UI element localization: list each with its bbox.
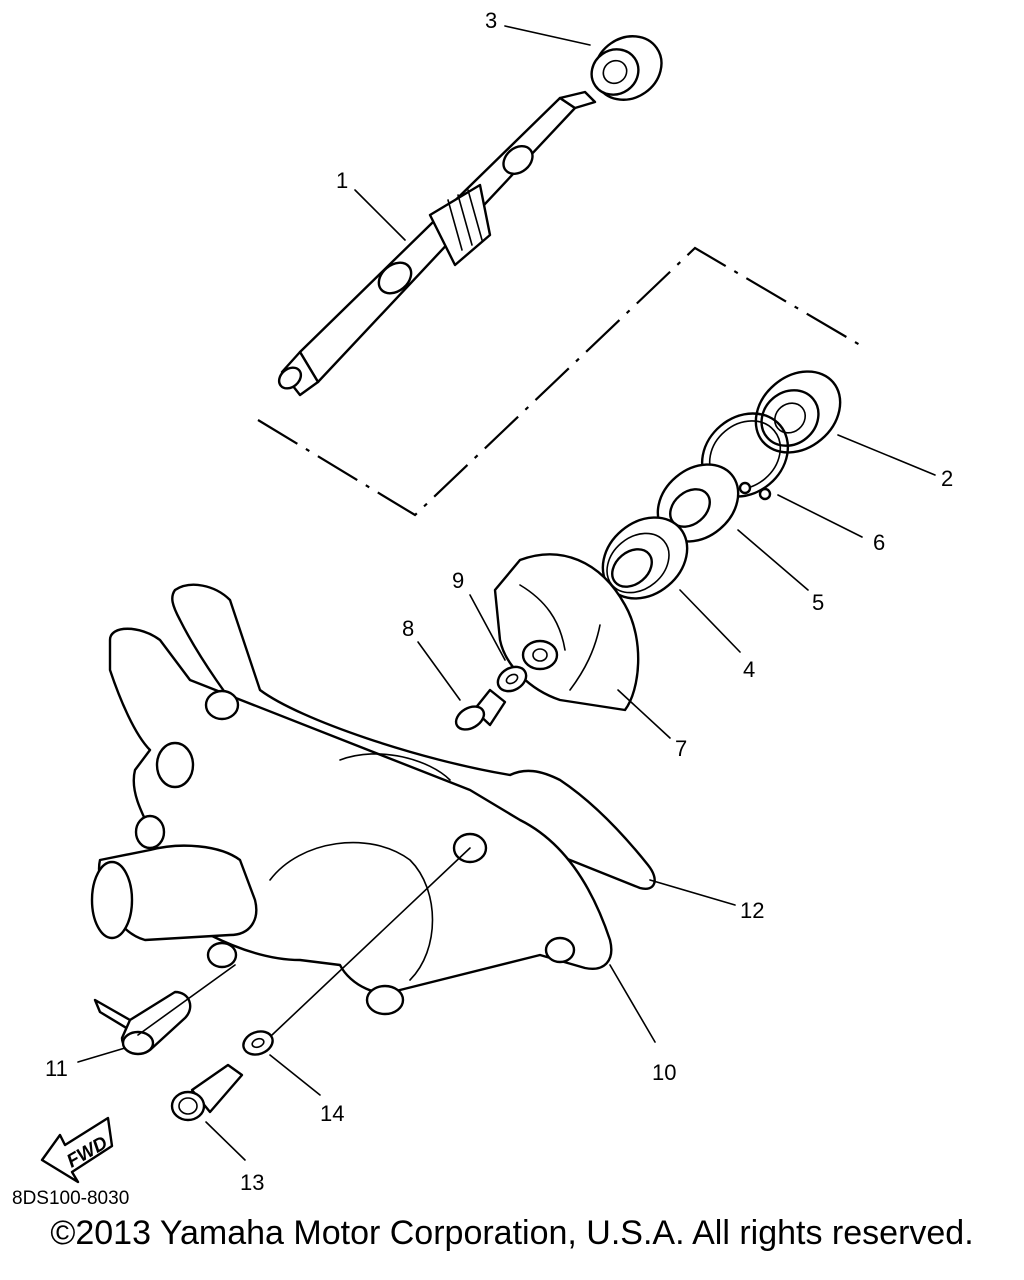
callout-12: 12: [740, 898, 764, 923]
bolt-part-13: [170, 1063, 244, 1122]
gasket-part-12: [171, 583, 656, 890]
bearing-part-3: [590, 35, 663, 101]
callout-6: 6: [873, 530, 885, 555]
drawing-code: 8DS100-8030: [12, 1188, 129, 1209]
callout-14: 14: [320, 1101, 344, 1126]
bolt-part-8: [454, 688, 507, 731]
callout-9: 9: [452, 568, 464, 593]
callout-5: 5: [812, 590, 824, 615]
callout-8: 8: [402, 616, 414, 641]
callout-11: 11: [45, 1056, 68, 1081]
bearing-part-2: [754, 370, 842, 454]
leader-lines: [77, 25, 936, 1161]
shaft-part-1: [277, 90, 597, 397]
copyright-notice: ©2013 Yamaha Motor Corporation, U.S.A. A…: [50, 1214, 974, 1252]
washer-part-9: [496, 665, 528, 693]
forward-direction-arrow: FWD: [40, 1116, 114, 1184]
callout-numbers: 3 1 2 6 5 4 7 9 8 12 10 11 14 13: [45, 8, 953, 1195]
mechanical-seal-part-4: [601, 516, 689, 600]
callout-13: 13: [240, 1170, 264, 1195]
callout-4: 4: [743, 657, 755, 682]
callout-3: 3: [485, 8, 497, 33]
assembly-dash-line: [257, 246, 861, 517]
pump-housing-part-10: [90, 627, 613, 1016]
callout-10: 10: [652, 1060, 676, 1085]
washer-part-14: [242, 1030, 274, 1056]
exploded-parts-diagram: FWD 3 1 2 6 5 4 7 9 8 12 10 11 14 13 8: [12, 8, 953, 1209]
impeller-part-7: [493, 553, 640, 712]
callout-2: 2: [941, 466, 953, 491]
hose-joint-part-11: [93, 990, 192, 1056]
callout-7: 7: [675, 736, 687, 761]
callout-1: 1: [336, 168, 348, 193]
